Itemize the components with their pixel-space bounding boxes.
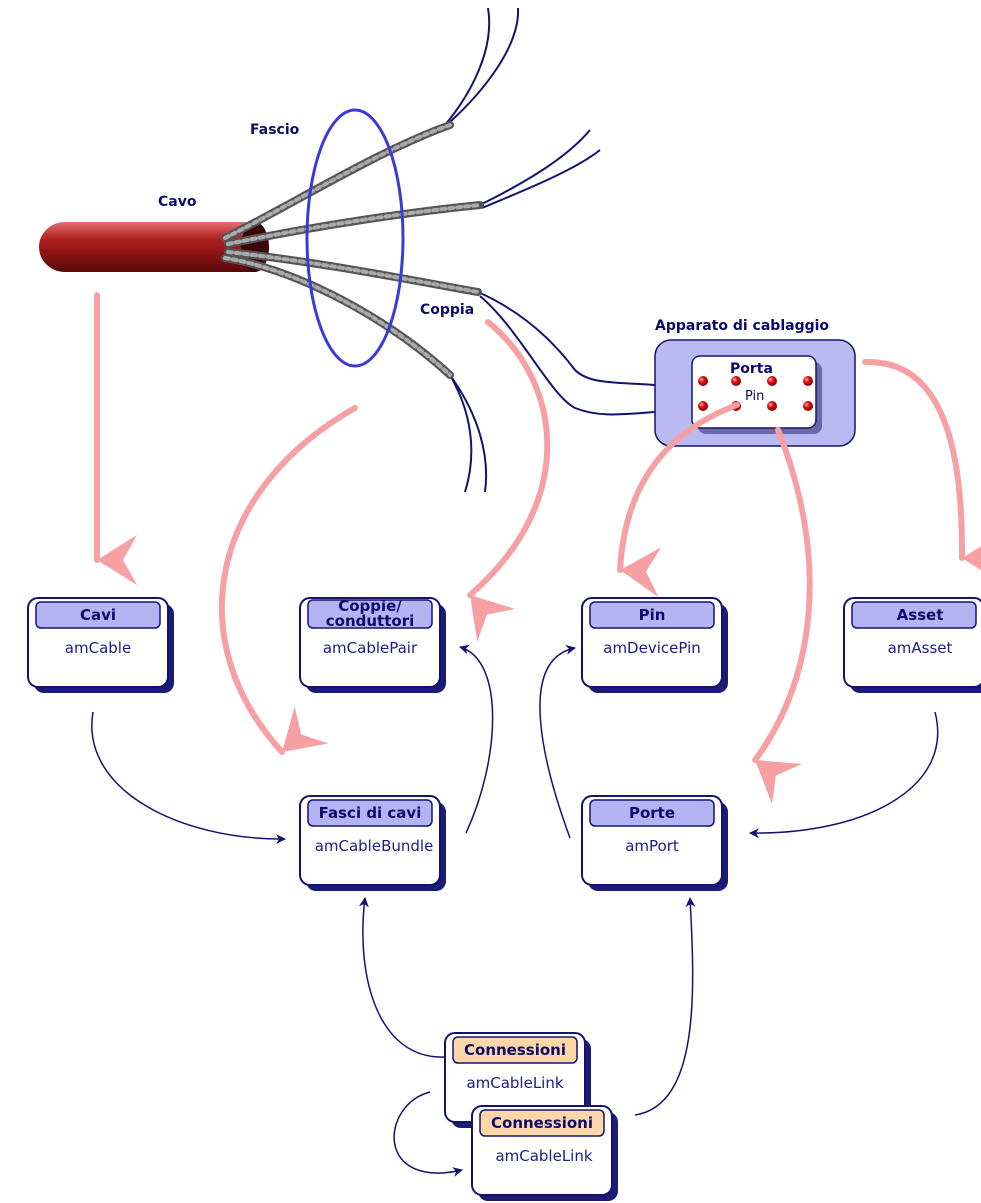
pin-name: amDevicePin — [603, 639, 701, 657]
fasci-name: amCableBundle — [315, 837, 434, 855]
coppie-title-line2: conduttori — [326, 612, 414, 630]
cavi-title: Cavi — [80, 606, 116, 624]
connessioni-2-name: amCableLink — [495, 1147, 592, 1165]
loose-wires — [444, 7, 656, 493]
fasci-title: Fasci di cavi — [319, 804, 422, 822]
pin-title: Pin — [639, 606, 666, 624]
connessioni-2-title: Connessioni — [491, 1114, 593, 1132]
asset-name: amAsset — [888, 639, 953, 657]
relation-arrows — [91, 644, 939, 1177]
apparato-label: Apparato di cablaggio — [655, 318, 829, 334]
table-fasci: Fasci di cavi amCableBundle — [299, 795, 446, 891]
coppie-title-line1: Coppie/ — [338, 597, 402, 615]
table-connessioni-2: Connessioni amCableLink — [471, 1105, 618, 1201]
cavi-name: amCable — [65, 639, 131, 657]
fascio-label: Fascio — [250, 122, 300, 138]
cavo-label: Cavo — [158, 194, 197, 210]
coppia-label: Coppia — [420, 302, 474, 318]
pin-label: Pin — [745, 389, 764, 404]
twisted-pairs — [221, 121, 484, 379]
pin-dots — [698, 376, 813, 411]
porte-title: Porte — [629, 804, 675, 822]
connessioni-1-name: amCableLink — [466, 1074, 563, 1092]
table-cavi: Cavi amCable — [27, 597, 174, 693]
pink-arrows — [94, 292, 981, 804]
table-porte: Porte amPort — [581, 795, 728, 891]
coppie-name: amCablePair — [323, 639, 418, 657]
table-coppie: Coppie/ conduttori amCablePair — [299, 597, 446, 693]
bundle-ring — [305, 108, 405, 368]
porte-name: amPort — [625, 837, 679, 855]
table-pin: Pin amDevicePin — [581, 597, 728, 693]
asset-title: Asset — [897, 606, 944, 624]
table-asset: Asset amAsset — [843, 597, 981, 693]
connessioni-1-title: Connessioni — [464, 1041, 566, 1059]
porta-label: Porta — [730, 361, 773, 377]
